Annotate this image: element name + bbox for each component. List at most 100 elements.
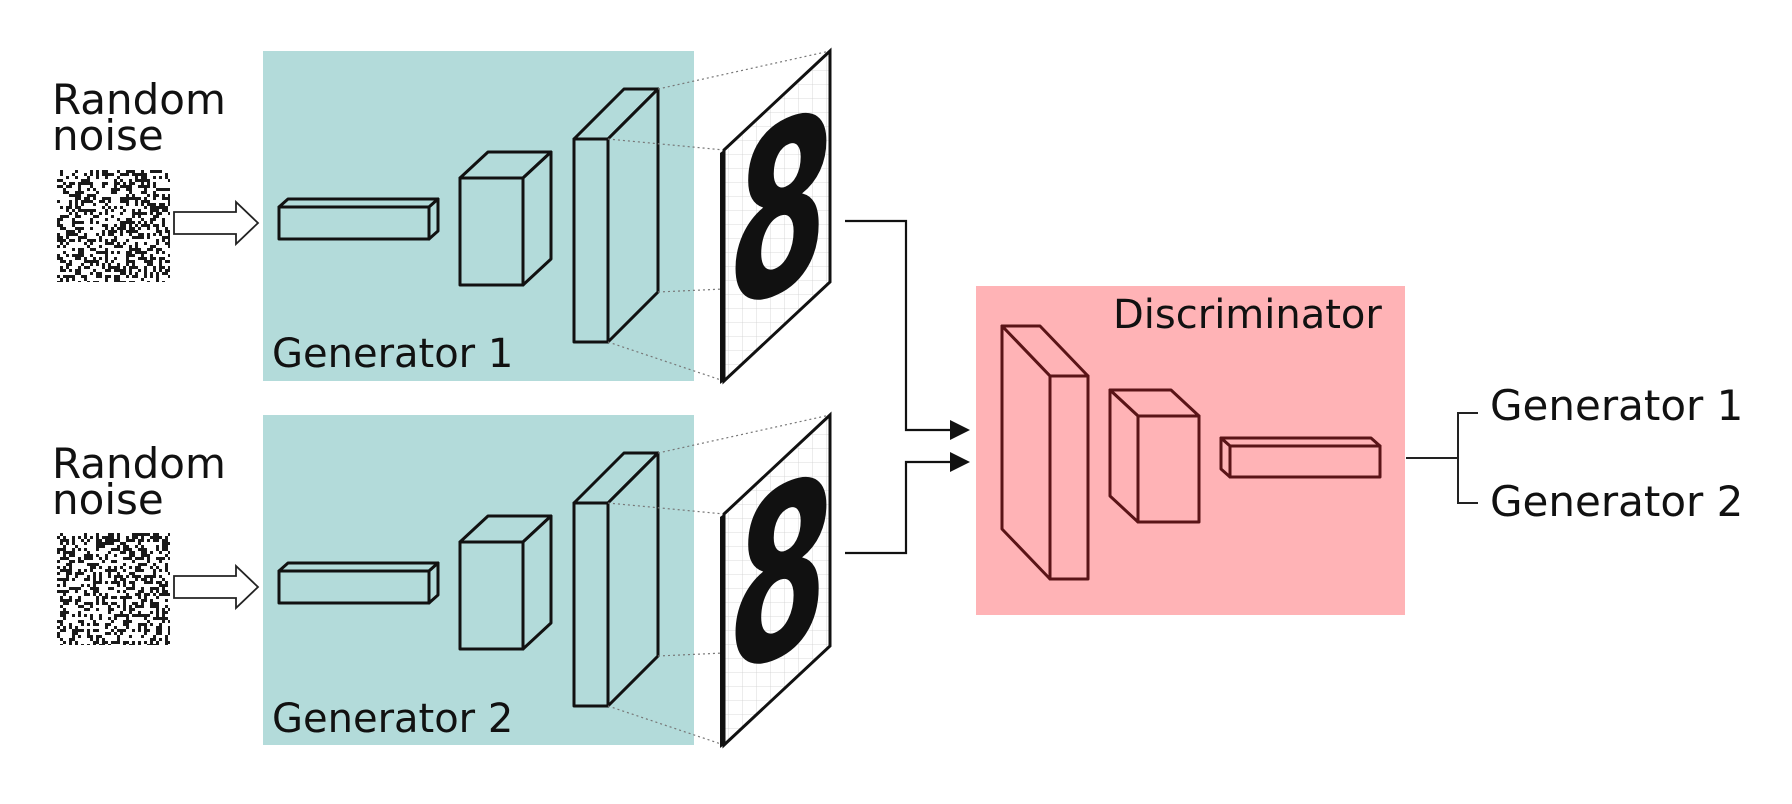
- noise-pixel: [123, 221, 126, 224]
- noise-image: [57, 533, 170, 645]
- noise-pixel: [156, 539, 159, 542]
- noise-pixel: [69, 182, 72, 185]
- noise-pixel: [162, 578, 165, 581]
- noise-pixel: [108, 275, 111, 278]
- noise-pixel: [78, 221, 81, 224]
- noise-pixel: [90, 212, 93, 215]
- noise-pixel: [69, 185, 72, 188]
- noise-pixel: [108, 572, 111, 575]
- noise-pixel: [144, 533, 147, 536]
- noise-pixel: [162, 239, 165, 242]
- noise-pixel: [126, 620, 129, 623]
- noise-pixel: [120, 221, 123, 224]
- noise-pixel: [60, 605, 63, 608]
- noise-pixel: [75, 212, 78, 215]
- noise-pixel: [114, 266, 117, 269]
- noise-pixel: [117, 182, 120, 185]
- noise-pixel: [75, 200, 78, 203]
- noise-pixel: [102, 200, 105, 203]
- noise-pixel: [147, 182, 150, 185]
- noise-pixel: [69, 194, 72, 197]
- noise-pixel: [138, 173, 141, 176]
- noise-pixel: [141, 200, 144, 203]
- noise-pixel: [81, 629, 84, 632]
- noise-pixel: [105, 170, 108, 173]
- noise-pixel: [72, 536, 75, 539]
- noise-pixel: [162, 620, 165, 623]
- noise-pixel: [156, 239, 159, 242]
- noise-pixel: [159, 233, 162, 236]
- noise-pixel: [63, 275, 66, 278]
- noise-pixel: [165, 206, 168, 209]
- noise-pixel: [162, 539, 165, 542]
- noise-pixel: [90, 638, 93, 641]
- noise-pixel: [135, 179, 138, 182]
- noise-pixel: [63, 614, 66, 617]
- noise-pixel: [66, 191, 69, 194]
- noise-pixel: [60, 614, 63, 617]
- noise-pixel: [108, 230, 111, 233]
- noise-pixel: [84, 275, 87, 278]
- noise-pixel: [156, 641, 159, 644]
- noise-pixel: [162, 617, 165, 620]
- noise-pixel: [123, 281, 126, 282]
- arrowhead-icon: [950, 452, 970, 472]
- noise-pixel: [141, 590, 144, 593]
- noise-pixel: [90, 239, 93, 242]
- noise-pixel: [63, 629, 66, 632]
- noise-pixel: [126, 548, 129, 551]
- noise-pixel: [153, 224, 156, 227]
- noise-pixel: [66, 563, 69, 566]
- noise-pixel: [96, 590, 99, 593]
- noise-pixel: [147, 260, 150, 263]
- noise-pixel: [93, 563, 96, 566]
- noise-pixel: [165, 590, 168, 593]
- noise-pixel: [150, 272, 153, 275]
- noise-pixel: [123, 581, 126, 584]
- noise-pixel: [69, 638, 72, 641]
- noise-pixel: [129, 188, 132, 191]
- noise-pixel: [132, 194, 135, 197]
- noise-pixel: [75, 203, 78, 206]
- noise-pixel: [93, 215, 96, 218]
- noise-pixel: [153, 575, 156, 578]
- noise-pixel: [102, 185, 105, 188]
- noise-pixel: [129, 554, 132, 557]
- noise-pixel: [102, 206, 105, 209]
- noise-pixel: [117, 269, 120, 272]
- noise-pixel: [105, 569, 108, 572]
- noise-pixel: [114, 602, 117, 605]
- noise-pixel: [129, 587, 132, 590]
- noise-pixel: [159, 575, 162, 578]
- noise-pixel: [120, 227, 123, 230]
- noise-pixel: [108, 644, 111, 645]
- noise-pixel: [129, 197, 132, 200]
- noise-pixel: [57, 635, 60, 638]
- noise-pixel: [132, 197, 135, 200]
- noise-pixel: [153, 605, 156, 608]
- noise-pixel: [105, 557, 108, 560]
- noise-pixel: [147, 593, 150, 596]
- noise-pixel: [111, 188, 114, 191]
- noise-pixel: [78, 227, 81, 230]
- noise-pixel: [132, 602, 135, 605]
- noise-pixel: [60, 278, 63, 281]
- noise-pixel: [144, 275, 147, 278]
- noise-pixel: [84, 569, 87, 572]
- noise-pixel: [84, 278, 87, 281]
- noise-pixel: [93, 188, 96, 191]
- noise-pixel: [96, 176, 99, 179]
- noise-pixel: [135, 605, 138, 608]
- noise-pixel: [135, 245, 138, 248]
- noise-pixel: [138, 644, 141, 645]
- noise-pixel: [153, 539, 156, 542]
- noise-pixel: [150, 275, 153, 278]
- noise-pixel: [135, 197, 138, 200]
- noise-pixel: [168, 197, 170, 200]
- noise-pixel: [108, 173, 111, 176]
- noise-pixel: [147, 557, 150, 560]
- noise-pixel: [114, 632, 117, 635]
- noise-pixel: [156, 644, 159, 645]
- noise-pixel: [162, 236, 165, 239]
- noise-pixel: [99, 539, 102, 542]
